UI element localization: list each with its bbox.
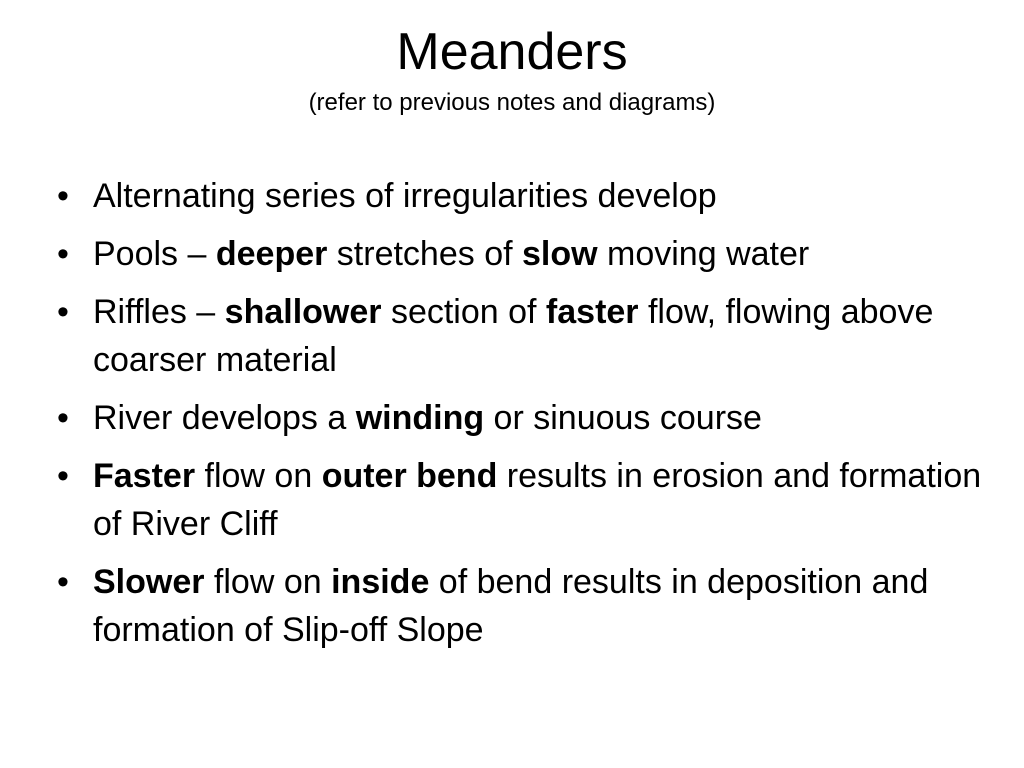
bullet-marker: •: [57, 563, 69, 601]
bullet-text: Alternating series of irregularities dev…: [93, 177, 717, 215]
bullet-plain-text: of bend results in deposition and format…: [93, 563, 929, 649]
bullet-item: • Riffles – shallower section of faster f…: [57, 288, 987, 384]
bullet-emphasis-text: winding: [355, 399, 485, 437]
bullet-item: • Pools – deeper stretches of slow moving…: [57, 230, 987, 278]
bullet-item: • Slower flow on inside of bend results i…: [57, 558, 987, 654]
bullet-plain-text: stretches of: [327, 235, 522, 273]
bullet-plain-text: flow on: [204, 563, 332, 601]
bullet-emphasis-text: faster: [545, 293, 639, 331]
bullet-item: • Faster flow on outer bend results in er…: [57, 452, 987, 548]
bullet-item: • Alternating series of irregularities de…: [57, 172, 987, 220]
bullet-plain-text: or sinuous course: [484, 399, 762, 437]
bullet-emphasis-text: shallower: [224, 293, 382, 331]
bullet-marker: •: [57, 235, 69, 273]
bullet-plain-text: Pools –: [93, 235, 216, 273]
bullet-marker: •: [57, 177, 69, 215]
bullet-item: • River develops a winding or sinuous cou…: [57, 394, 987, 442]
bullet-text: Faster flow on outer bend results in ero…: [93, 457, 981, 543]
bullet-plain-text: moving water: [597, 235, 810, 273]
bullet-emphasis-text: slow: [522, 235, 598, 273]
bullet-text: River develops a winding or sinuous cour…: [93, 399, 762, 437]
bullet-marker: •: [57, 293, 69, 331]
bullet-emphasis-text: Slower: [93, 563, 205, 601]
bullet-marker: •: [57, 457, 69, 495]
bullet-emphasis-text: inside: [331, 563, 430, 601]
bullet-emphasis-text: Faster: [93, 457, 196, 495]
bullet-emphasis-text: outer bend: [321, 457, 498, 495]
bullet-marker: •: [57, 399, 69, 437]
slide-subtitle: (refer to previous notes and diagrams): [308, 89, 716, 116]
bullet-emphasis-text: deeper: [215, 235, 328, 273]
bullet-text: Slower flow on inside of bend results in…: [93, 563, 928, 649]
bullet-plain-text: Riffles –: [93, 293, 225, 331]
bullet-plain-text: River develops a: [93, 399, 356, 437]
bullet-plain-text: flow, flowing above coarser material: [93, 293, 934, 379]
bullet-plain-text: Alternating series of irregularities dev…: [93, 177, 717, 215]
bullet-plain-text: flow on: [195, 457, 322, 495]
bullet-text: Pools – deeper stretches of slow moving …: [93, 235, 809, 273]
bullet-text: Riffles – shallower section of faster fl…: [93, 293, 933, 379]
slide-title: Meanders: [396, 23, 628, 81]
bullet-list: • Alternating series of irregularities de…: [57, 172, 987, 664]
bullet-plain-text: section of: [381, 293, 546, 331]
bullet-plain-text: results in erosion and formation of Rive…: [93, 457, 982, 543]
